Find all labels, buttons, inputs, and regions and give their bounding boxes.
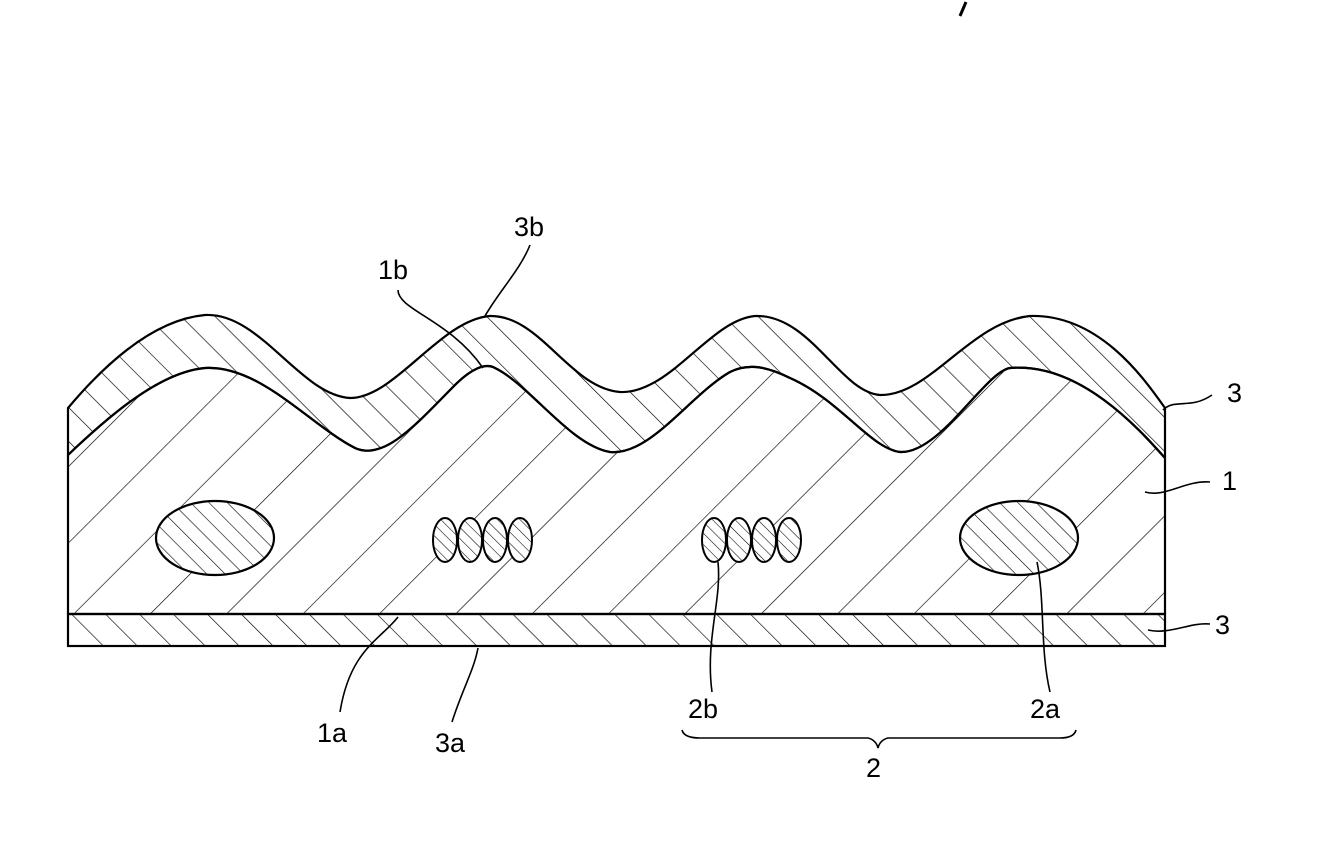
label-3b: 3b <box>514 212 544 242</box>
small-particle-hatch <box>459 519 481 561</box>
small-particle-hatch <box>753 519 775 561</box>
large-particle-left-hatch <box>157 502 273 574</box>
group-2-brace <box>682 730 1076 748</box>
label-1a: 1a <box>317 718 348 748</box>
label-top-layer: 3 <box>1227 378 1242 408</box>
label-3a: 3a <box>435 728 466 758</box>
label-1b: 1b <box>378 255 408 285</box>
label-substrate: 1 <box>1222 466 1237 496</box>
large-particle-right-hatch <box>961 502 1077 574</box>
leader-3b <box>485 245 530 316</box>
leader-3a <box>452 648 478 722</box>
small-particle-hatch <box>434 519 456 561</box>
bottom-coating-layer <box>68 614 1165 646</box>
label-2: 2 <box>866 753 881 783</box>
small-particle-hatch <box>509 519 531 561</box>
small-particle-hatch <box>778 519 800 561</box>
small-particle-hatch <box>728 519 750 561</box>
label-2a: 2a <box>1030 694 1061 724</box>
leader-top-layer <box>1163 395 1212 410</box>
stray-mark <box>960 2 966 16</box>
small-particle-hatch <box>703 519 725 561</box>
label-2b: 2b <box>688 694 718 724</box>
label-bottom-layer: 3 <box>1215 610 1230 640</box>
small-particle-hatch <box>484 519 506 561</box>
